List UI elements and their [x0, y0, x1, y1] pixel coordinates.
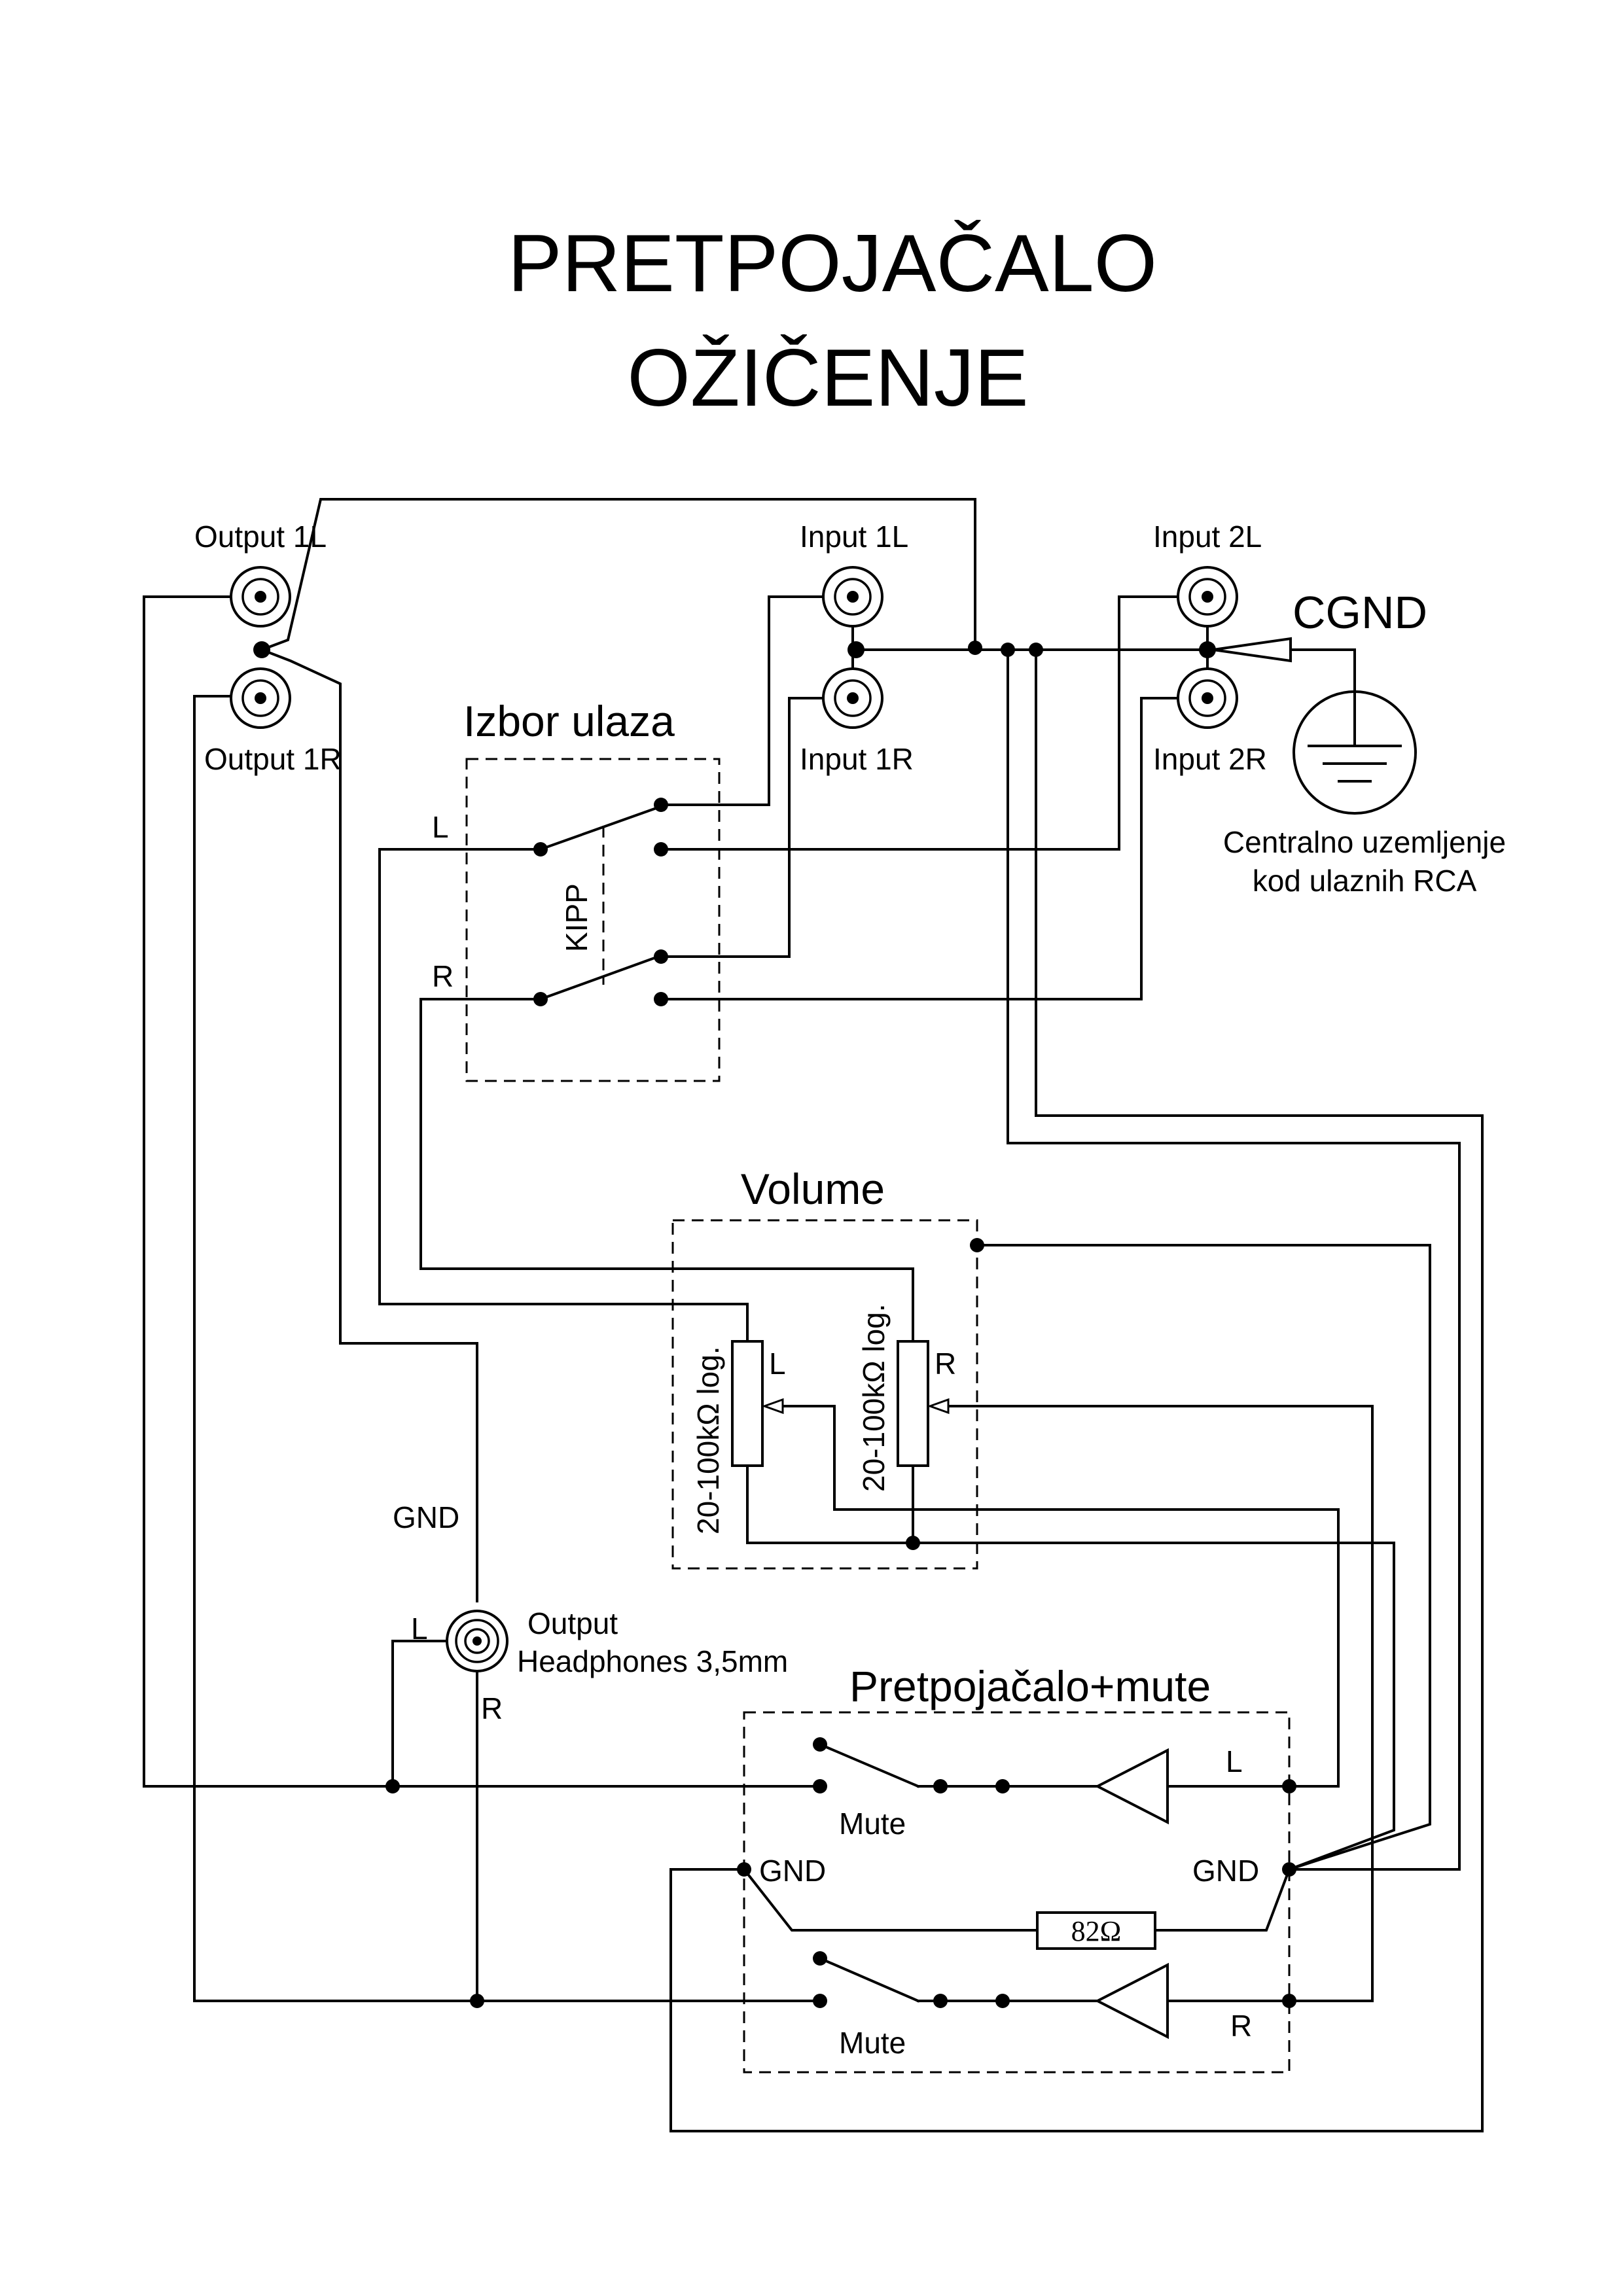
pot-l-body: [731, 1340, 764, 1467]
input-selector-label-r: R: [432, 959, 454, 993]
pot-r-label: R: [935, 1347, 956, 1381]
input-2r-jack-icon: [1177, 667, 1238, 729]
preamp-gnd-left: GND: [759, 1854, 826, 1888]
resistor-82-label: 82Ω: [1071, 1915, 1122, 1947]
title-line-2: OŽIČENJE: [627, 333, 1028, 423]
ground-note-line-2: kod ulaznih RCA: [1253, 864, 1477, 898]
preamp-title: Pretpojačalo+mute: [849, 1662, 1211, 1710]
input-2r-label: Input 2R: [1153, 742, 1267, 776]
volume-title: Volume: [741, 1165, 885, 1213]
headphone-r-label: R: [481, 1691, 503, 1725]
headphones-label-line-2: Headphones 3,5mm: [517, 1644, 788, 1678]
preamp-label-l: L: [1226, 1744, 1243, 1778]
input-selector-label-l: L: [432, 810, 449, 844]
input-2l-label: Input 2L: [1153, 520, 1262, 554]
cgnd-label: CGND: [1293, 587, 1427, 638]
input-1l-jack-icon: [822, 566, 883, 627]
ground-note-line-1: Centralno uzemljenje: [1223, 825, 1506, 859]
rca-jacks: [230, 566, 1238, 1672]
preamp-gnd-right: GND: [1192, 1854, 1259, 1888]
output-1l-label: Output 1L: [194, 520, 327, 554]
kipp-switch-label: KIPP: [560, 883, 594, 952]
input-1r-label: Input 1R: [800, 742, 914, 776]
junction-dots: [253, 641, 1296, 2008]
title-line-1: PRETPOJAČALO: [508, 219, 1157, 309]
preamp-label-r: R: [1230, 2009, 1252, 2043]
resistor-82-body: [1036, 1911, 1156, 1950]
pot-r-body: [897, 1340, 929, 1467]
wires: [143, 498, 1484, 2132]
input-1l-label: Input 1L: [800, 520, 908, 554]
volume-box: [671, 1219, 978, 1570]
components: [731, 690, 1417, 2040]
input-selector-box: [465, 758, 721, 1082]
input-selector-title: Izbor ulaza: [463, 697, 675, 745]
headphones-label-line-1: Output: [527, 1606, 618, 1640]
amplifier-l-triangle: [1094, 1748, 1169, 1825]
headphone-l-label: L: [411, 1612, 428, 1646]
gnd-label: GND: [393, 1500, 459, 1534]
input-1r-jack-icon: [822, 667, 883, 729]
mute-bottom-label: Mute: [839, 2026, 906, 2060]
input-2l-jack-icon: [1177, 566, 1238, 627]
preamp-box: [743, 1711, 1291, 2074]
output-1l-jack-icon: [230, 566, 291, 627]
pot-l-value: 20-100kΩ log.: [691, 1346, 725, 1534]
mute-top-label: Mute: [839, 1807, 906, 1841]
pot-l-label: L: [769, 1347, 786, 1381]
output-1r-jack-icon: [230, 667, 291, 729]
headphone-jack-icon: [446, 1610, 508, 1672]
pot-r-value: 20-100kΩ log.: [857, 1303, 891, 1492]
output-1r-label: Output 1R: [204, 742, 342, 776]
amplifier-r-triangle: [1094, 1962, 1169, 2040]
